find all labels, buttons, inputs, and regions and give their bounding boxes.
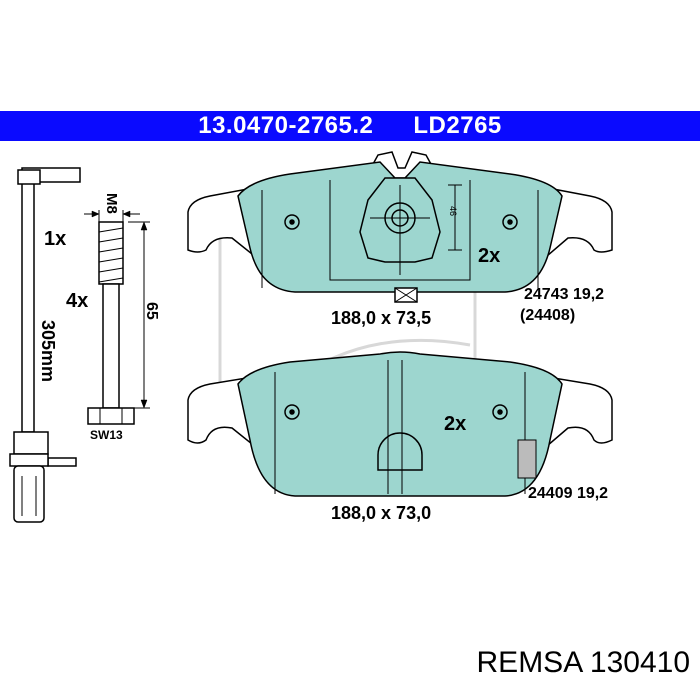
bottom-pad-part-code: 24409 19,2 [528,485,609,502]
footer-label: REMSA 130410 [477,646,690,680]
top-pad [187,151,613,303]
top-pad-alt-code: (24408) [520,307,576,324]
footer-brand: REMSA [476,646,582,679]
top-pad-part-code: 24743 19,2 [524,286,605,303]
top-pad-dimensions: 188,0 x 73,5 [331,308,432,328]
title-bar: 13.0470-2765.2 LD2765 [0,111,700,141]
part-number: 13.0470-2765.2 [198,112,374,139]
bottom-pad [187,351,613,497]
sensor-qty: 1x [44,228,67,250]
bolt-wrench: SW13 [90,428,123,442]
sensor-length: 305mm [38,320,58,383]
bolt-length: 65 [143,302,160,320]
footer-number: 130410 [589,646,690,679]
ref-code: LD2765 [413,112,502,139]
bottom-pad-dimensions: 188,0 x 73,0 [331,503,432,523]
bottom-pad-qty: 2x [444,413,467,435]
wear-sensor [9,167,81,523]
bolt-qty: 4x [66,290,89,312]
bolt [84,210,150,425]
top-pad-small-dim: 46 [448,206,458,217]
top-pad-qty: 2x [478,245,501,267]
bottom-pad-friction [237,351,563,497]
bolt-thread: M8 [103,193,120,214]
